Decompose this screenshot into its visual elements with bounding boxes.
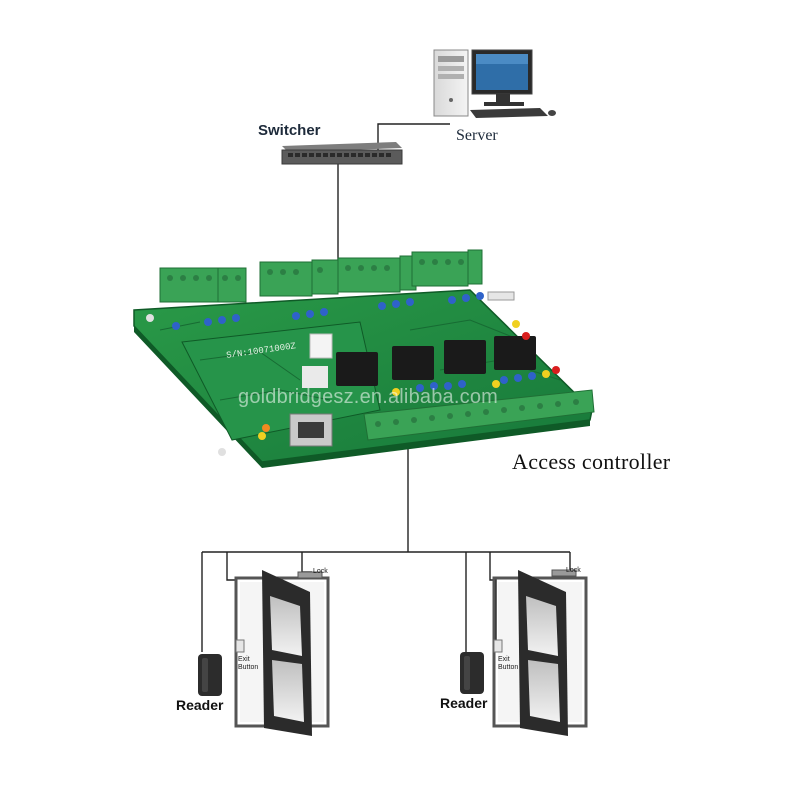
exit-label-line2: Button [238,664,259,671]
barcode-label [302,366,328,388]
bottom-terminal-blocks [363,389,595,441]
reader-label-left: Reader [176,697,224,713]
access-controller-label: Access controller [512,449,671,474]
lock-label-left: Lock [313,568,328,575]
magnetic-lock-right [551,569,577,577]
server-label: Server [456,127,498,144]
exit-button-label-left: Exit Button [238,656,258,672]
exit-label-line2: Button [498,664,519,671]
relays [336,336,536,386]
access-controller-board [133,249,595,468]
rj45-port [289,413,333,447]
exit-label-line1: Exit [238,656,250,663]
magnetic-lock-left [297,571,323,579]
wire-left-lock [301,552,312,573]
server-computer [433,49,556,118]
exit-button-left [235,639,245,653]
card-reader-left [198,654,222,696]
card-reader-right [460,652,484,694]
exit-label-line1: Exit [498,656,510,663]
lock-label-right: Lock [566,567,581,574]
capacitors [172,292,536,392]
exit-button-right [493,639,503,653]
status-leds [258,320,560,440]
switcher-label: Switcher [258,122,321,139]
exit-button-label-right: Exit Button [498,656,518,672]
watermark: goldbridgesz.en.alibaba.com [238,386,499,408]
door-right [460,569,588,736]
reader-label-right: Reader [440,695,488,711]
door-left [198,570,330,736]
mouse [548,110,556,116]
network-switch [281,142,403,165]
top-terminal-blocks [159,249,483,303]
keyboard [470,108,548,118]
